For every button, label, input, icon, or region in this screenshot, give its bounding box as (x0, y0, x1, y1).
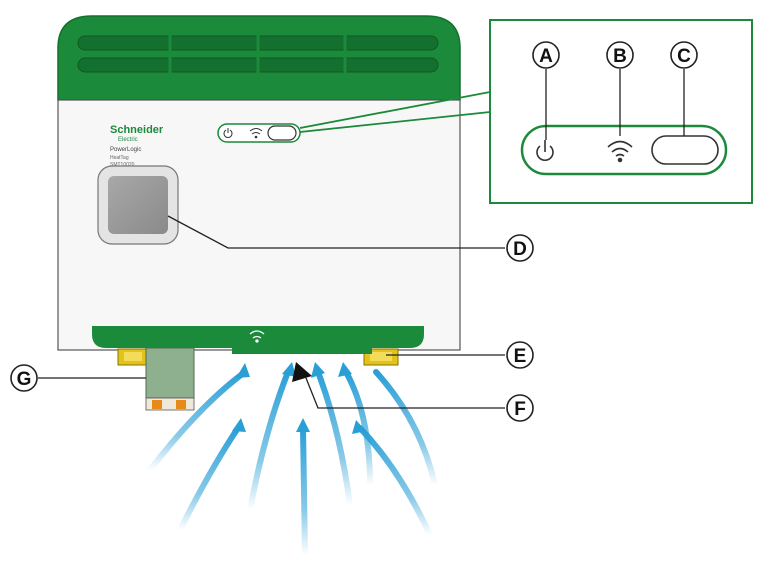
terminal-block (145, 347, 195, 411)
svg-text:B: B (613, 46, 627, 67)
wifi-icon (249, 128, 263, 139)
svg-text:C: C (677, 46, 691, 67)
callout-d: D (506, 234, 534, 262)
callout-f: F (506, 394, 534, 422)
svg-text:F: F (514, 399, 526, 420)
mounting-clip-left (117, 348, 149, 366)
callout-g: G (10, 364, 38, 392)
airflow-arrowheads (232, 362, 366, 434)
device-led-panel (217, 123, 301, 143)
callout-e: E (506, 341, 534, 369)
zoom-lines (299, 91, 491, 133)
mounting-clip-right (363, 348, 399, 366)
callout-a: A (532, 41, 560, 69)
inset-led-panel (520, 124, 728, 176)
model-name: HeatTag (110, 155, 129, 161)
airflow-arrows (147, 369, 438, 558)
svg-text:A: A (539, 46, 553, 67)
sensor-window (97, 165, 179, 245)
device-button[interactable] (267, 125, 297, 141)
callout-c: C (670, 41, 698, 69)
power-icon (536, 140, 554, 161)
svg-text:G: G (17, 369, 32, 390)
wifi-icon (607, 140, 633, 163)
product-line: PowerLogic (110, 147, 141, 153)
brand-logo: Schneider (110, 124, 164, 136)
wifi-icon (249, 330, 265, 343)
fan-pointer-arrow (292, 362, 312, 382)
model-ref: SMT10020 (110, 162, 135, 168)
svg-text:D: D (513, 239, 527, 260)
inset-button[interactable] (651, 135, 719, 165)
callout-b: B (606, 41, 634, 69)
bottom-vent (232, 348, 372, 354)
brand-sub: Electric (118, 137, 138, 143)
svg-text:E: E (514, 346, 527, 367)
power-icon (223, 128, 233, 138)
callout-leaders (38, 69, 685, 409)
